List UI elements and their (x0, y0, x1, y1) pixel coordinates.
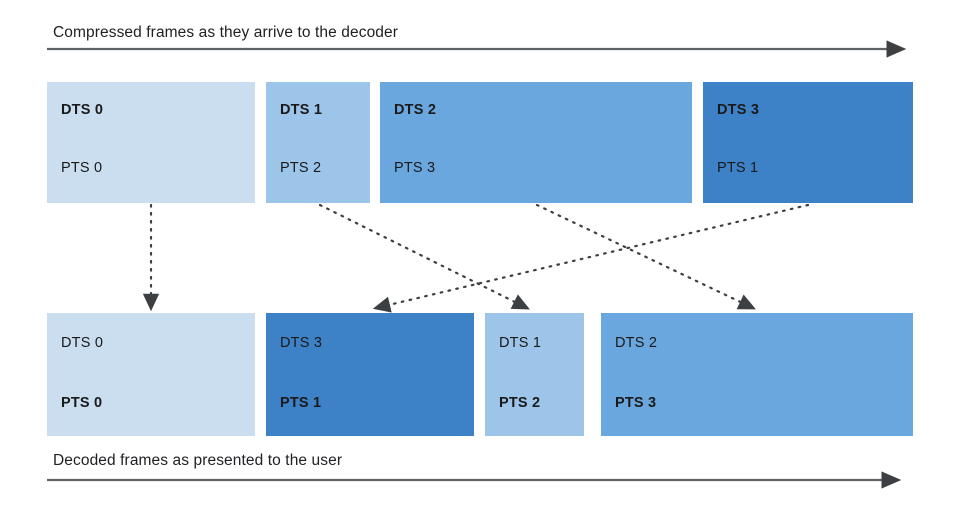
bottom-frame-0-pts: PTS 0 (61, 395, 103, 411)
bottom-timeline-caption: Decoded frames as presented to the user (53, 452, 343, 469)
top-timeline-caption: Compressed frames as they arrive to the … (53, 24, 398, 41)
bottom-frame-2-pts: PTS 2 (499, 395, 541, 411)
top-frame-0[interactable]: DTS 0 PTS 0 (47, 82, 255, 203)
top-frame-2-pts: PTS 3 (394, 160, 436, 176)
mapping-arrow-pts3 (535, 203, 756, 310)
top-frame-0-pts: PTS 0 (61, 160, 103, 176)
mapping-arrow-pts1 (372, 203, 810, 313)
bottom-frame-1[interactable]: DTS 3 PTS 1 (266, 313, 474, 436)
top-frame-3-dts: DTS 3 (717, 102, 760, 118)
top-frame-0-dts: DTS 0 (61, 102, 104, 118)
top-frame-1-dts: DTS 1 (280, 102, 323, 118)
top-frame-3[interactable]: DTS 3 PTS 1 (703, 82, 913, 203)
top-frame-1[interactable]: DTS 1 PTS 2 (266, 82, 370, 203)
mapping-arrow-pts2 (318, 203, 530, 310)
bottom-frame-0[interactable]: DTS 0 PTS 0 (47, 313, 255, 436)
bottom-frame-2-dts: DTS 1 (499, 335, 542, 351)
top-frame-2[interactable]: DTS 2 PTS 3 (380, 82, 692, 203)
bottom-frame-2[interactable]: DTS 1 PTS 2 (485, 313, 584, 436)
bottom-frame-1-pts: PTS 1 (280, 395, 322, 411)
top-frame-3-pts: PTS 1 (717, 160, 759, 176)
bottom-frame-1-dts: DTS 3 (280, 335, 323, 351)
top-frame-1-pts: PTS 2 (280, 160, 322, 176)
bottom-frame-3[interactable]: DTS 2 PTS 3 (601, 313, 913, 436)
top-frame-2-dts: DTS 2 (394, 102, 437, 118)
bottom-frame-3-dts: DTS 2 (615, 335, 658, 351)
bottom-frame-0-dts: DTS 0 (61, 335, 104, 351)
bottom-frame-3-pts: PTS 3 (615, 395, 657, 411)
